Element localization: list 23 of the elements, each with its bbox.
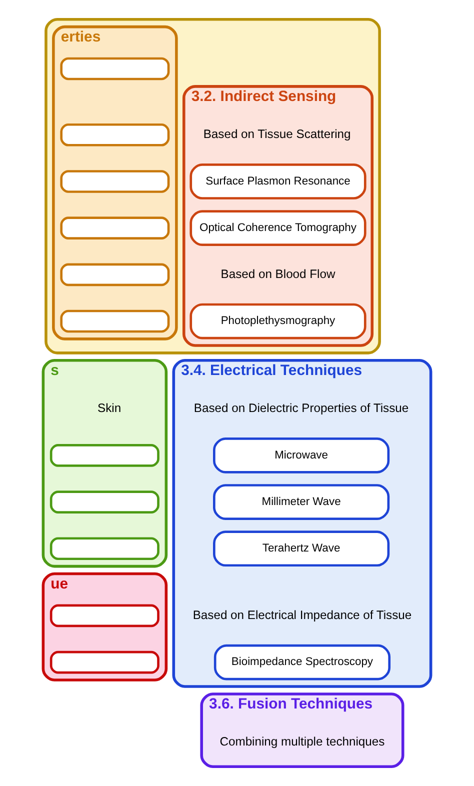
node-box: [50, 604, 160, 628]
node-box: [60, 310, 170, 333]
node-box: [60, 170, 170, 193]
node-box: Bioimpedance Spectroscopy: [214, 644, 391, 680]
node-box: [50, 444, 160, 467]
cluster: s Skin: [42, 358, 168, 568]
node-box: 3.6. Fusion Techniques Combining multiple techniques: [200, 692, 404, 768]
node-box: [60, 263, 170, 286]
node-box: Millimeter Wave: [213, 484, 390, 520]
cluster: [44, 18, 381, 354]
node-box: [50, 537, 160, 560]
node-box: [60, 216, 170, 240]
node-box: Photoplethysmography: [190, 303, 366, 340]
node-box: [50, 490, 160, 514]
cluster: erties: [52, 25, 178, 340]
node-box: Microwave: [213, 438, 390, 474]
cluster: ue: [42, 572, 168, 682]
node-box: [60, 123, 170, 146]
node-box: Surface Plasmon Resonance: [190, 164, 366, 200]
node-box: Terahertz Wave: [213, 530, 390, 567]
node-box: Optical Coherence Tomography: [190, 210, 366, 246]
node-box: [60, 57, 170, 80]
node-box: [50, 650, 160, 674]
